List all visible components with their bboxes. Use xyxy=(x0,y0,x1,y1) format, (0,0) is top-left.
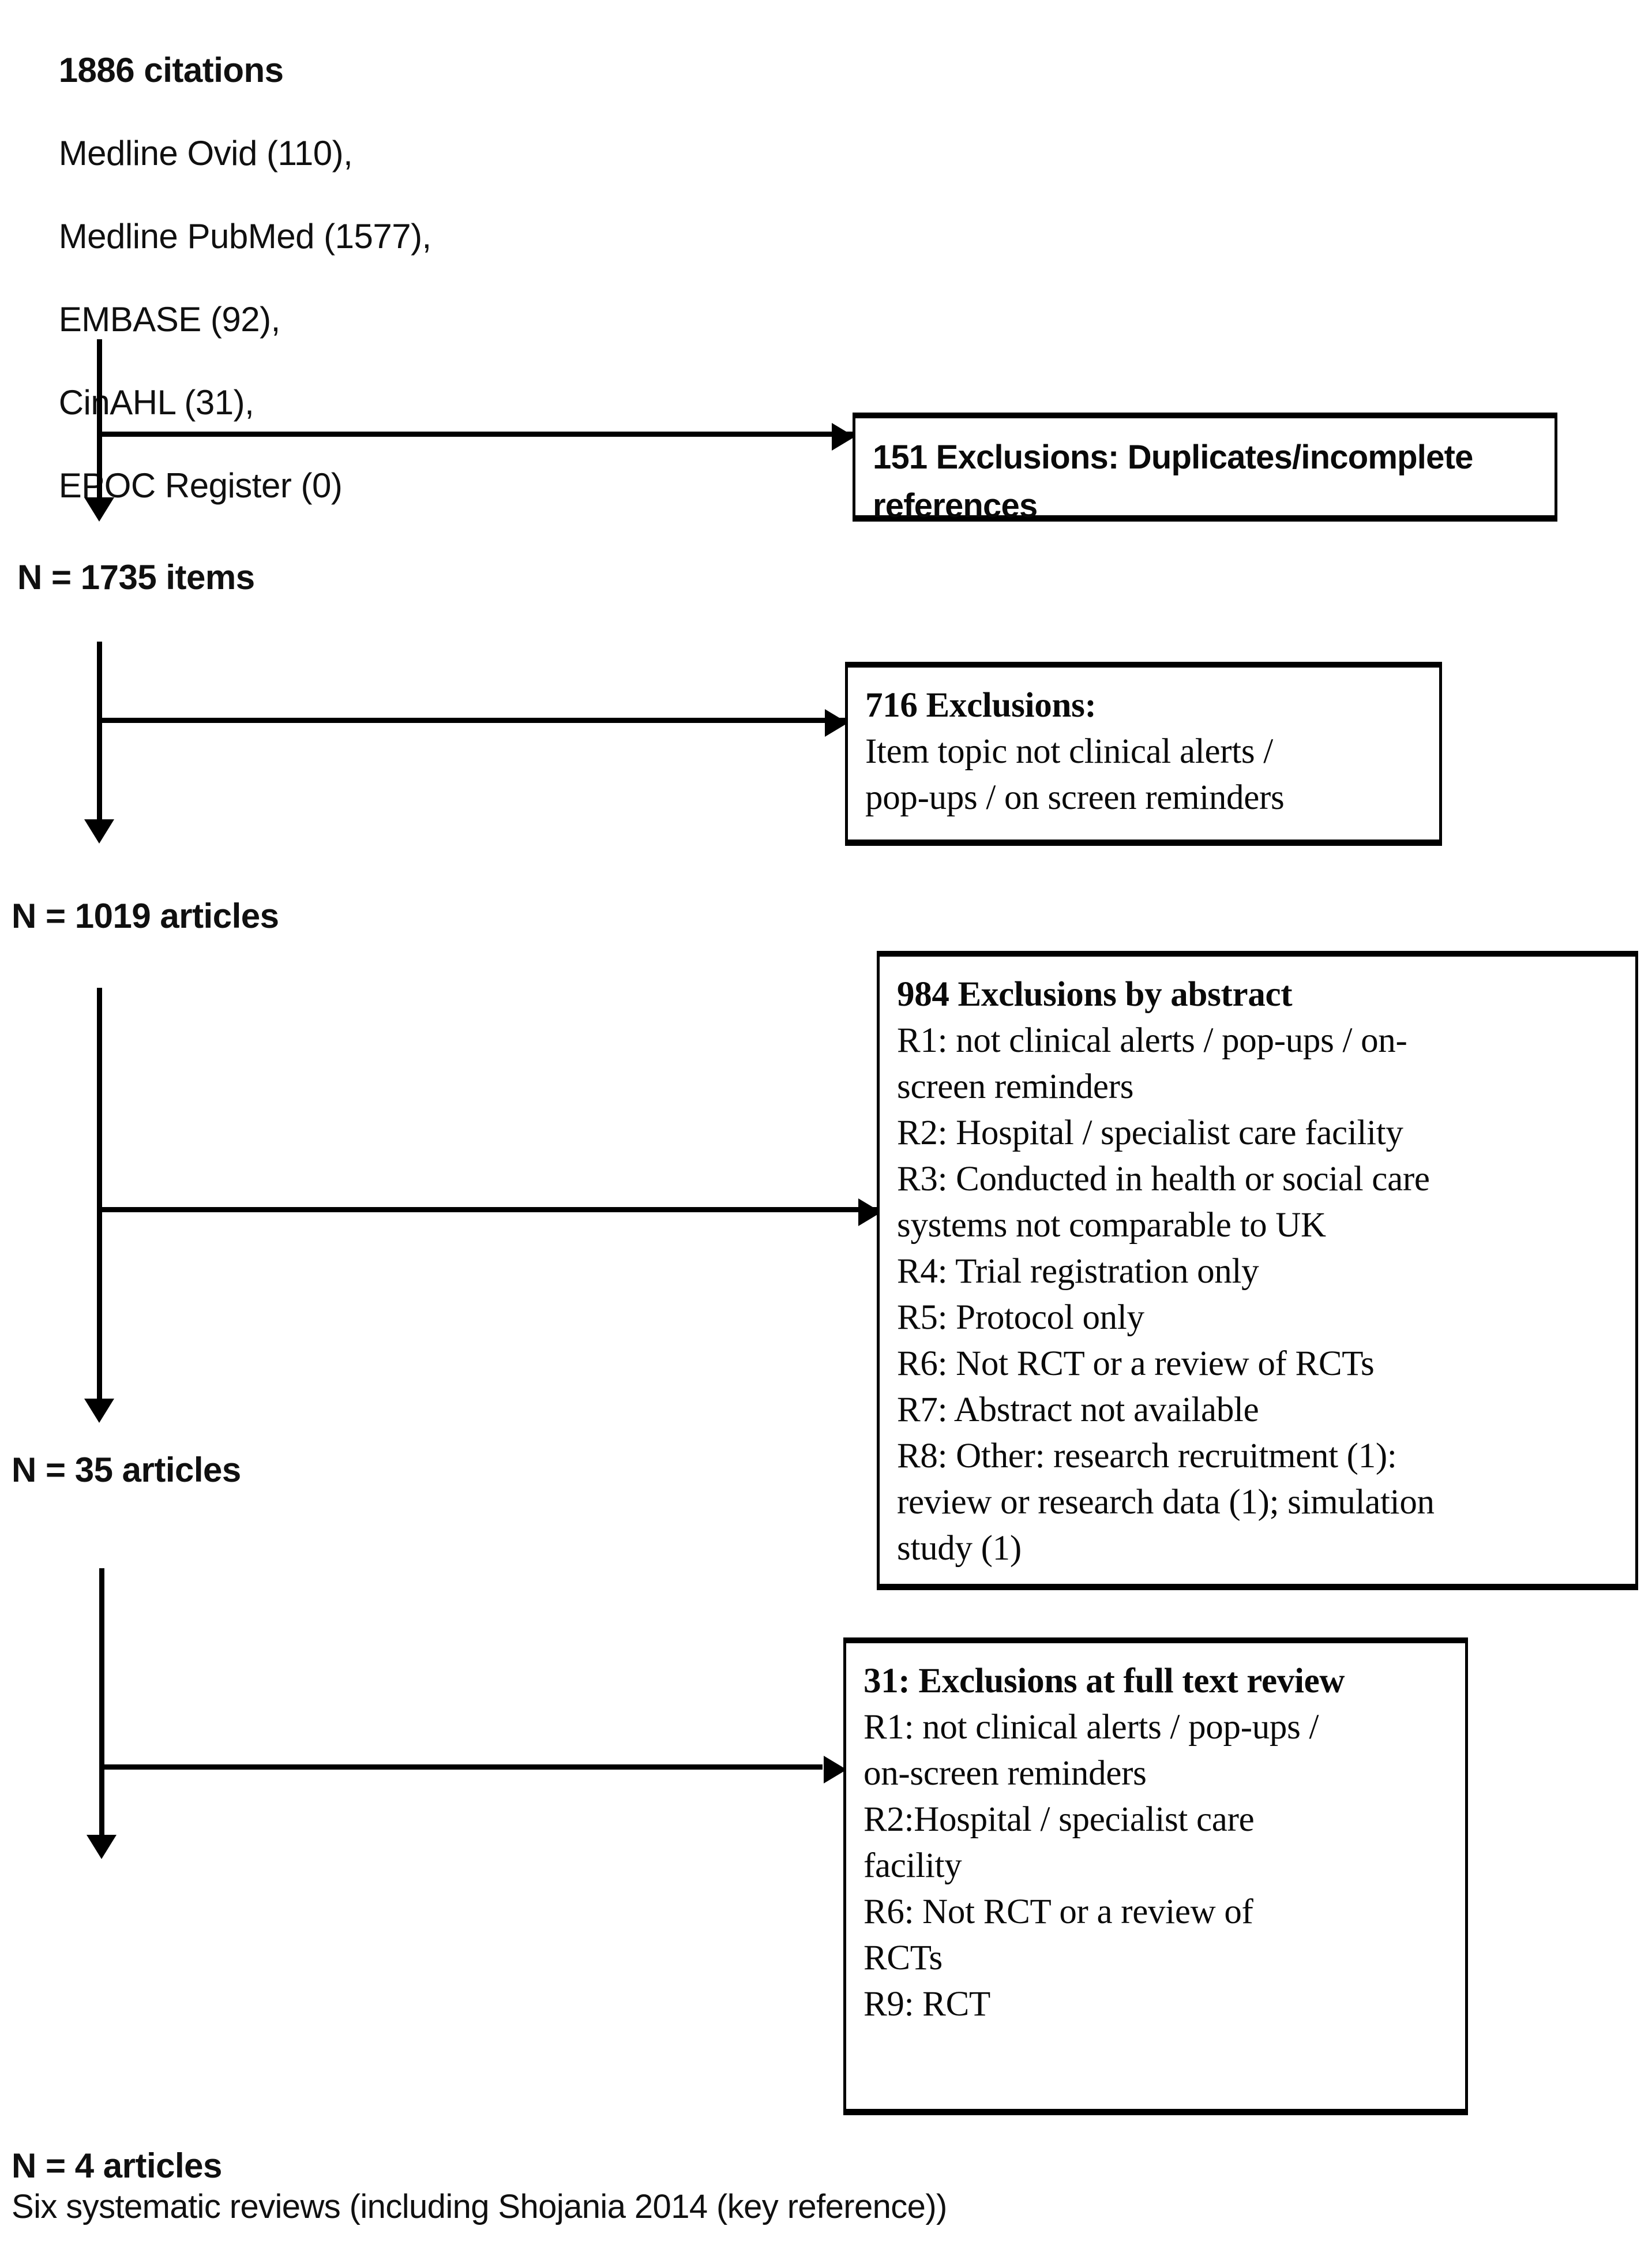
source-line-1: Medline PubMed (1577), xyxy=(58,217,432,256)
connector-vline-1 xyxy=(97,339,102,512)
source-citations-block: 1886 citations Medline Ovid (110), Medli… xyxy=(21,8,432,548)
exclusion-1-line-1: references xyxy=(873,487,1038,524)
exclusion-3-line-6: R5: Protocol only xyxy=(897,1298,1144,1337)
exclusion-3-line-3: R3: Conducted in health or social care xyxy=(897,1160,1430,1198)
exclusion-2-line-0: Item topic not clinical alerts / xyxy=(865,732,1273,771)
connector-vline-3 xyxy=(97,988,102,1416)
exclusion-box-3: 984 Exclusions by abstract R1: not clini… xyxy=(877,954,1638,1587)
exclusion-2-line-1: pop-ups / on screen reminders xyxy=(865,778,1285,817)
exclusion-4-line-2: R2:Hospital / specialist care xyxy=(863,1800,1255,1839)
exclusion-4-line-5: RCTs xyxy=(863,1939,943,1977)
exclusion-1-line-0: 151 Exclusions: Duplicates/incomplete xyxy=(873,439,1473,476)
stage-label-3: N = 35 articles xyxy=(12,1451,241,1489)
exclusion-3-line-0: R1: not clinical alerts / pop-ups / on- xyxy=(897,1021,1407,1060)
exclusion-4-line-6: R9: RCT xyxy=(863,1985,990,2023)
connector-arrowhead-down-4 xyxy=(87,1835,117,1859)
connector-arrowhead-right-4 xyxy=(824,1756,847,1783)
exclusion-box-1: 151 Exclusions: Duplicates/incomplete re… xyxy=(853,415,1557,524)
connector-arrowhead-down-1 xyxy=(84,497,114,522)
exclusion-3-line-5: R4: Trial registration only xyxy=(897,1252,1259,1291)
exclusion-4-line-3: facility xyxy=(863,1846,962,1885)
exclusion-3-line-8: R7: Abstract not available xyxy=(897,1391,1259,1429)
connector-arrowhead-right-1 xyxy=(832,423,855,451)
final-note: Six systematic reviews (including Shojan… xyxy=(12,2188,947,2225)
connector-arrowhead-right-2 xyxy=(825,709,848,737)
connector-hline-4 xyxy=(102,1764,823,1770)
exclusion-3-line-2: R2: Hospital / specialist care facility xyxy=(897,1114,1403,1152)
exclusion-4-heading: 31: Exclusions at full text review xyxy=(863,1662,1345,1700)
source-line-3: CinAHL (31), xyxy=(58,383,254,422)
exclusion-box-2: 716 Exclusions: Item topic not clinical … xyxy=(845,665,1442,842)
connector-arrowhead-down-2 xyxy=(84,819,114,844)
connector-hline-1 xyxy=(99,432,855,437)
exclusion-4-line-0: R1: not clinical alerts / pop-ups / xyxy=(863,1708,1319,1747)
connector-vline-2 xyxy=(97,642,102,837)
exclusion-2-heading: 716 Exclusions: xyxy=(865,686,1097,725)
source-line-4: EPOC Register (0) xyxy=(58,466,343,505)
exclusion-3-heading: 984 Exclusions by abstract xyxy=(897,975,1293,1014)
exclusion-3-line-1: screen reminders xyxy=(897,1067,1134,1106)
source-line-2: EMBASE (92), xyxy=(58,300,281,339)
connector-vline-4 xyxy=(99,1568,104,1852)
source-line-0: Medline Ovid (110), xyxy=(58,134,353,173)
exclusion-4-line-1: on-screen reminders xyxy=(863,1754,1147,1793)
source-total-label: 1886 citations xyxy=(58,51,284,89)
exclusion-3-line-7: R6: Not RCT or a review of RCTs xyxy=(897,1344,1375,1383)
exclusion-box-4: 31: Exclusions at full text review R1: n… xyxy=(843,1640,1468,2112)
exclusion-4-line-4: R6: Not RCT or a review of xyxy=(863,1893,1253,1931)
connector-hline-2 xyxy=(99,718,849,723)
exclusion-3-line-10: review or research data (1); simulation xyxy=(897,1483,1435,1522)
connector-hline-3 xyxy=(99,1207,883,1212)
stage-label-4: N = 4 articles xyxy=(12,2146,222,2185)
exclusion-3-line-9: R8: Other: research recruitment (1): xyxy=(897,1437,1397,1475)
stage-label-1: N = 1735 items xyxy=(17,558,255,597)
stage-label-2: N = 1019 articles xyxy=(12,897,279,935)
connector-arrowhead-down-3 xyxy=(84,1399,114,1423)
exclusion-3-line-4: systems not comparable to UK xyxy=(897,1206,1326,1245)
exclusion-3-line-11: study (1) xyxy=(897,1529,1022,1568)
